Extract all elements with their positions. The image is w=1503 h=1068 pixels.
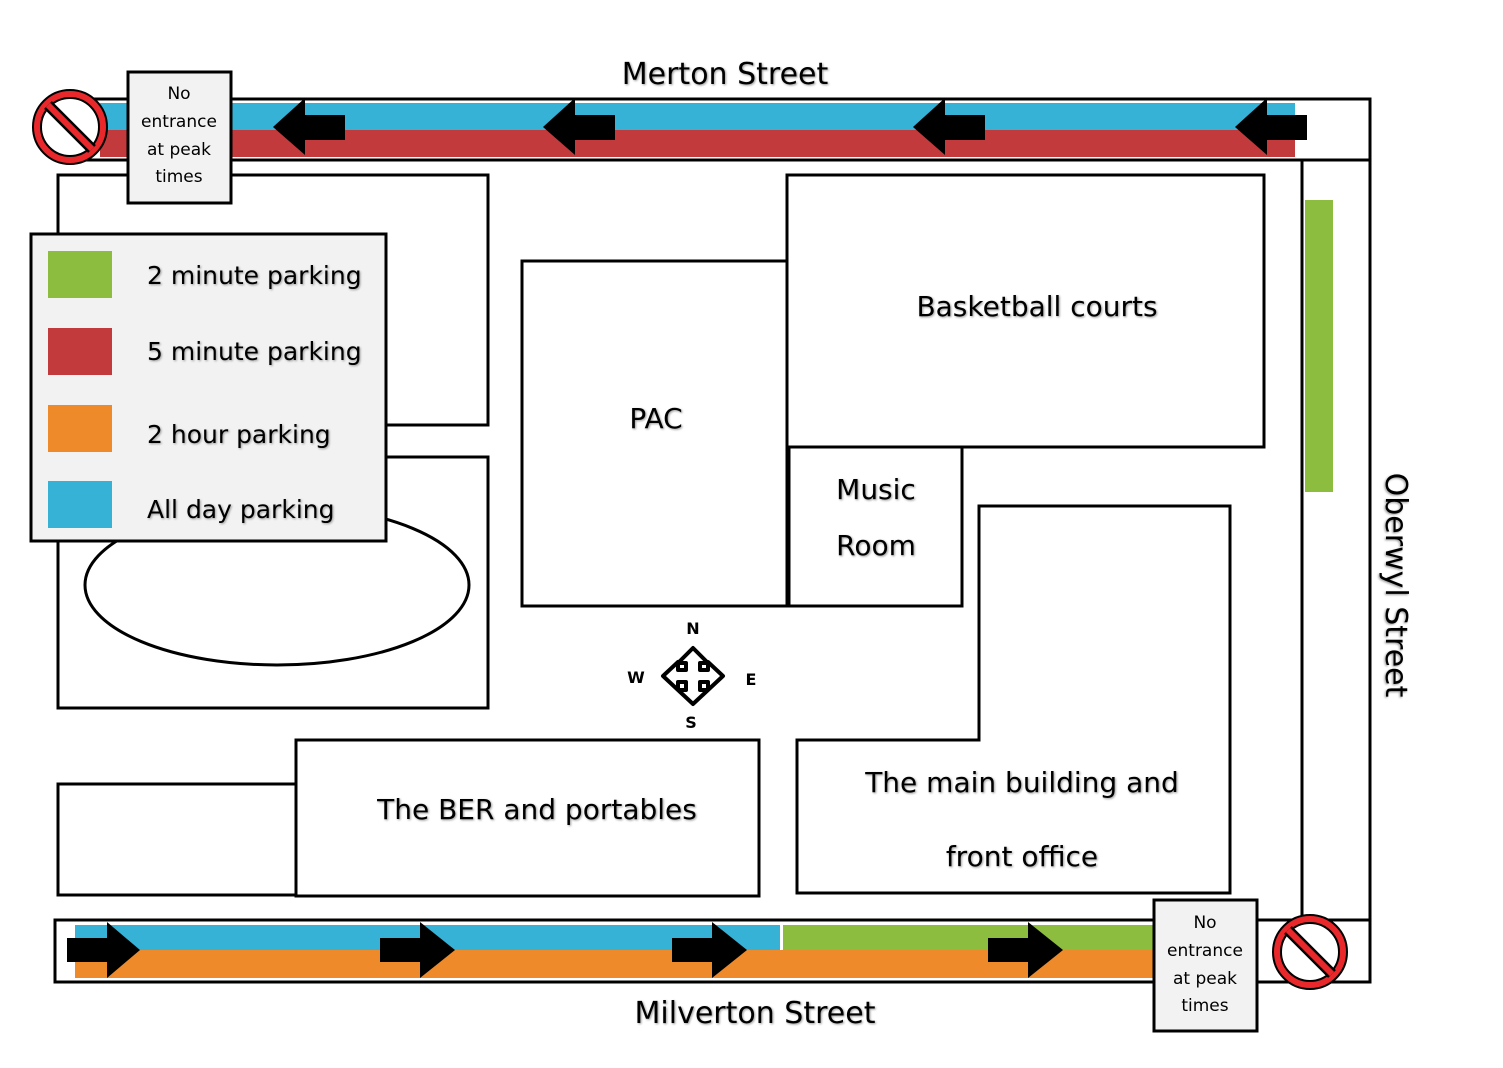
no-entry-icon: [1272, 914, 1348, 990]
no-entrance-sign-south: No entrance at peak times: [1152, 898, 1259, 1033]
arrow-left-icon: [913, 98, 985, 155]
legend: 2 minute parking 5 minute parking 2 hour…: [29, 232, 388, 543]
music-room: Music Room: [787, 445, 964, 608]
ber-building: The BER and portables: [294, 738, 761, 898]
music-label-line1: Music: [836, 473, 916, 506]
legend-label: 5 minute parking: [147, 337, 362, 366]
arrow-right-icon: [988, 922, 1063, 978]
arrow-right-icon: [380, 922, 455, 978]
five-minute-parking-zone: [100, 130, 1295, 157]
arrow-right-icon: [67, 922, 140, 978]
main-building: The main building and front office: [795, 504, 1232, 895]
sign-text: times: [155, 167, 202, 187]
main-building-label-line2: front office: [946, 840, 1098, 873]
sign-text: at peak: [147, 140, 211, 160]
no-entry-icon: [32, 89, 108, 165]
arrow-left-icon: [1235, 98, 1307, 155]
legend-label: 2 minute parking: [147, 261, 362, 290]
arrow-left-icon: [273, 98, 345, 155]
compass-e: E: [746, 670, 757, 689]
sign-text: at peak: [1173, 969, 1237, 989]
arrow-right-icon: [672, 922, 747, 978]
legend-swatch-blue: [48, 481, 112, 528]
sign-text: entrance: [1167, 941, 1243, 961]
small-building: [56, 782, 298, 897]
sign-text: No: [1193, 913, 1216, 933]
no-entrance-sign-north: No entrance at peak times: [126, 70, 233, 205]
pac-building: PAC: [520, 259, 789, 608]
merton-street-road: [53, 97, 1372, 162]
milverton-street-road: [53, 918, 1372, 984]
legend-swatch-green: [48, 251, 112, 298]
legend-label: All day parking: [147, 495, 334, 524]
legend-label: 2 hour parking: [147, 420, 331, 449]
ber-label: The BER and portables: [376, 793, 697, 826]
legend-swatch-orange: [48, 405, 112, 452]
main-building-label-line1: The main building and: [864, 766, 1179, 799]
sign-text: times: [1181, 996, 1228, 1016]
basketball-courts: Basketball courts: [785, 173, 1266, 449]
milverton-street-label: Milverton Street: [635, 996, 876, 1031]
sign-text: entrance: [141, 112, 217, 132]
sign-text: No: [167, 84, 190, 104]
compass-n: N: [686, 619, 699, 638]
music-label-line2: Room: [836, 529, 916, 562]
compass-w: W: [627, 668, 645, 687]
legend-swatch-red: [48, 328, 112, 375]
compass-s: S: [685, 713, 697, 732]
oberwyl-street-road: [1300, 158, 1372, 922]
arrow-left-icon: [543, 98, 615, 155]
merton-street-label: Merton Street: [622, 57, 829, 92]
compass-arrows-icon: [661, 646, 725, 706]
oberwyl-street-label: Oberwyl Street: [1378, 473, 1413, 698]
pac-label: PAC: [629, 402, 682, 435]
two-minute-parking-zone: [1305, 200, 1333, 492]
two-hour-parking-zone: [75, 950, 1258, 978]
compass: N S E W: [627, 619, 756, 732]
basketball-label: Basketball courts: [916, 290, 1157, 323]
